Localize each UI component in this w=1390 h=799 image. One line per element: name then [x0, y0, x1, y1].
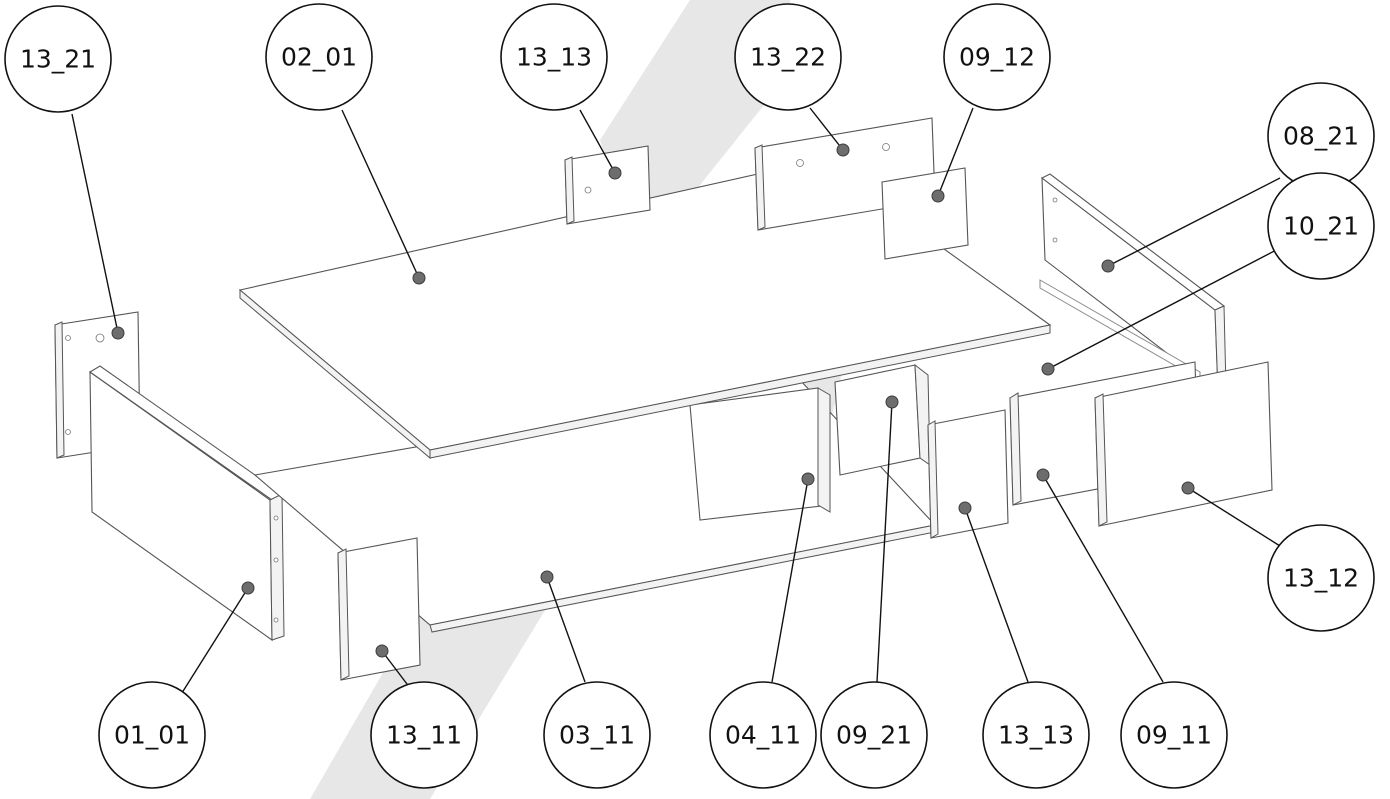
- callout-label: 13_13: [998, 721, 1074, 750]
- callout-13_13-top: 13_13: [500, 3, 608, 111]
- leader-08_21: [1107, 177, 1281, 267]
- target-dot-09_21: [885, 395, 899, 409]
- leader-09_21: [876, 401, 893, 683]
- target-dot-13_21: [111, 326, 125, 340]
- leader-09_11: [1042, 474, 1164, 683]
- callout-13_21: 13_21: [4, 5, 112, 113]
- callout-label: 13_13: [516, 43, 592, 72]
- callout-13_12: 13_12: [1267, 524, 1375, 632]
- callout-04_11: 04_11: [709, 681, 817, 789]
- leader-02_01: [341, 109, 420, 279]
- callout-label: 13_11: [386, 721, 462, 750]
- target-dot-08_21: [1101, 259, 1115, 273]
- target-dot-13_13-top: [608, 166, 622, 180]
- callouts: 13_21 02_01 13_13 13_22 09_12 08_21 10_2…: [4, 3, 1375, 789]
- leader-03_11: [546, 576, 586, 683]
- callout-label: 03_11: [559, 721, 635, 750]
- target-dot-09_12: [931, 189, 945, 203]
- target-dot-10_21: [1041, 362, 1055, 376]
- callout-label: 02_01: [281, 43, 357, 72]
- callout-13_11: 13_11: [370, 681, 478, 789]
- leader-13_13-top: [579, 109, 616, 174]
- callout-label: 09_12: [959, 43, 1035, 72]
- leader-10_21: [1047, 246, 1283, 370]
- target-dot-13_13-bottom: [958, 501, 972, 515]
- target-dot-09_11: [1036, 468, 1050, 482]
- callout-13_22: 13_22: [734, 3, 842, 111]
- target-dot-02_01: [412, 271, 426, 285]
- leader-13_13-bottom: [964, 507, 1029, 683]
- leader-09_12: [937, 107, 974, 197]
- callout-01_01: 01_01: [98, 681, 206, 789]
- callout-label: 10_21: [1283, 212, 1359, 241]
- leader-01_01: [179, 587, 249, 697]
- target-dot-03_11: [540, 570, 554, 584]
- callout-label: 09_11: [1136, 721, 1212, 750]
- callout-09_11: 09_11: [1120, 681, 1228, 789]
- target-dot-13_11: [375, 644, 389, 658]
- leader-13_11: [381, 650, 411, 689]
- leader-13_12: [1187, 487, 1281, 547]
- callout-10_21: 10_21: [1267, 172, 1375, 280]
- callout-02_01: 02_01: [265, 3, 373, 111]
- callout-13_13-bottom: 13_13: [982, 681, 1090, 789]
- leader-13_22: [809, 107, 844, 151]
- target-dot-01_01: [241, 581, 255, 595]
- callout-label: 13_22: [750, 43, 826, 72]
- leaders: [71, 107, 1283, 697]
- callout-label: 08_21: [1283, 122, 1359, 151]
- callout-03_11: 03_11: [543, 681, 651, 789]
- leader-13_21-top-left: [71, 113, 119, 334]
- callout-label: 04_11: [725, 721, 801, 750]
- target-dot-13_22: [836, 143, 850, 157]
- leader-04_11: [771, 478, 809, 683]
- callout-label: 01_01: [114, 721, 190, 750]
- callout-09_21: 09_21: [820, 681, 928, 789]
- callout-label: 09_21: [836, 721, 912, 750]
- panels: [54, 117, 1273, 681]
- callout-08_21: 08_21: [1267, 82, 1375, 190]
- target-dot-13_12: [1181, 481, 1195, 495]
- callout-label: 13_12: [1283, 564, 1359, 593]
- callout-09_12: 09_12: [943, 3, 1051, 111]
- target-dot-04_11: [801, 472, 815, 486]
- callout-label: 13_21: [20, 45, 96, 74]
